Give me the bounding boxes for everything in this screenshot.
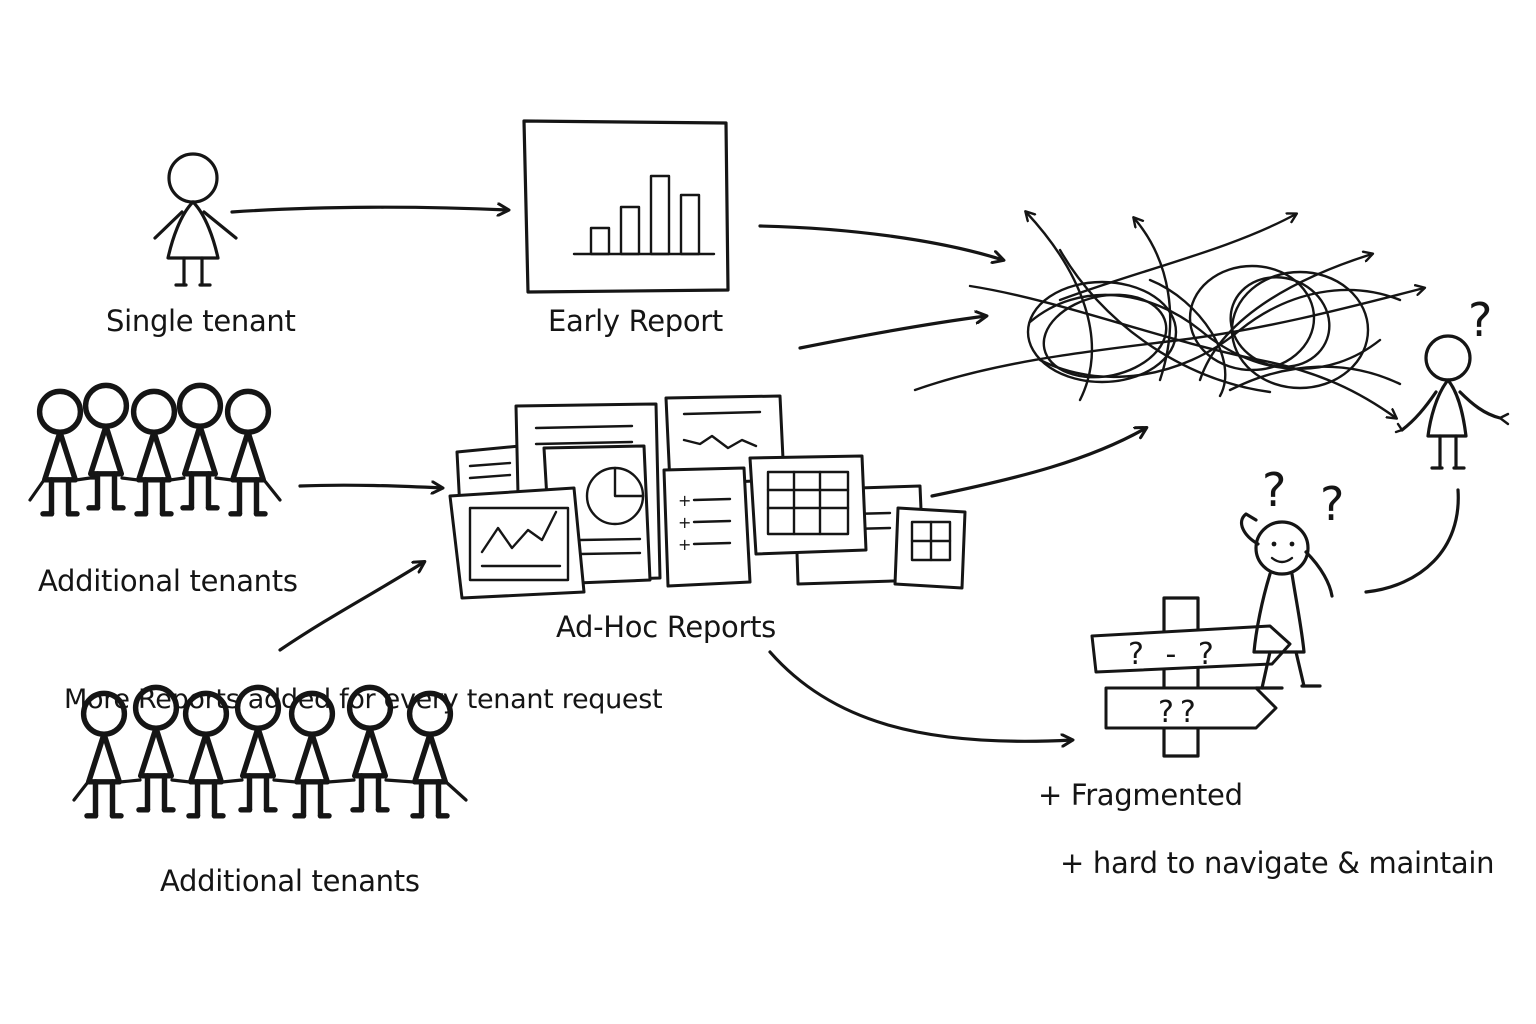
confused-person-right: ? (1396, 293, 1508, 468)
arrow-more-reports (280, 562, 424, 650)
early-report-board (524, 121, 728, 292)
additional-tenants-group-top (30, 385, 280, 513)
signpost-bottom-text: ?? (1158, 695, 1202, 730)
ad-hoc-reports-label: Ad-Hoc Reports (556, 610, 776, 644)
svg-text:+: + (678, 491, 691, 510)
connector-right-person (1366, 490, 1458, 592)
svg-text:+: + (678, 535, 691, 554)
ad-hoc-reports-pile: + + + (450, 396, 965, 598)
arrow-to-early-report (232, 207, 508, 212)
arrow-to-tangle-2 (800, 316, 986, 348)
fragmented-label: + Fragmented (1038, 778, 1243, 812)
early-report-label: Early Report (548, 304, 723, 338)
arrow-ad-hoc-to-tangle (932, 428, 1146, 496)
single-tenant-label: Single tenant (106, 304, 296, 338)
additional-tenants-label-bottom: Additional tenants (160, 864, 420, 898)
signpost-top-text: ? - ? (1128, 637, 1220, 672)
arrow-early-report-to-tangle (760, 226, 1003, 260)
arrow-ad-hoc-to-signpost (770, 652, 1072, 741)
additional-tenants-label-top: Additional tenants (38, 564, 298, 598)
more-reports-label: More Reports added for every tenant requ… (64, 684, 662, 715)
single-tenant-figure (155, 154, 236, 285)
svg-text:?: ? (1468, 293, 1492, 347)
svg-text:+: + (678, 513, 691, 532)
signpost: ? - ? ?? (1092, 598, 1290, 756)
arrow-to-ad-hoc-reports (300, 485, 442, 488)
svg-text:?: ? (1320, 477, 1344, 531)
svg-text:?: ? (1262, 463, 1286, 517)
tangled-mess (915, 212, 1424, 418)
hard-to-navigate-label: + hard to navigate & maintain (1060, 846, 1494, 880)
